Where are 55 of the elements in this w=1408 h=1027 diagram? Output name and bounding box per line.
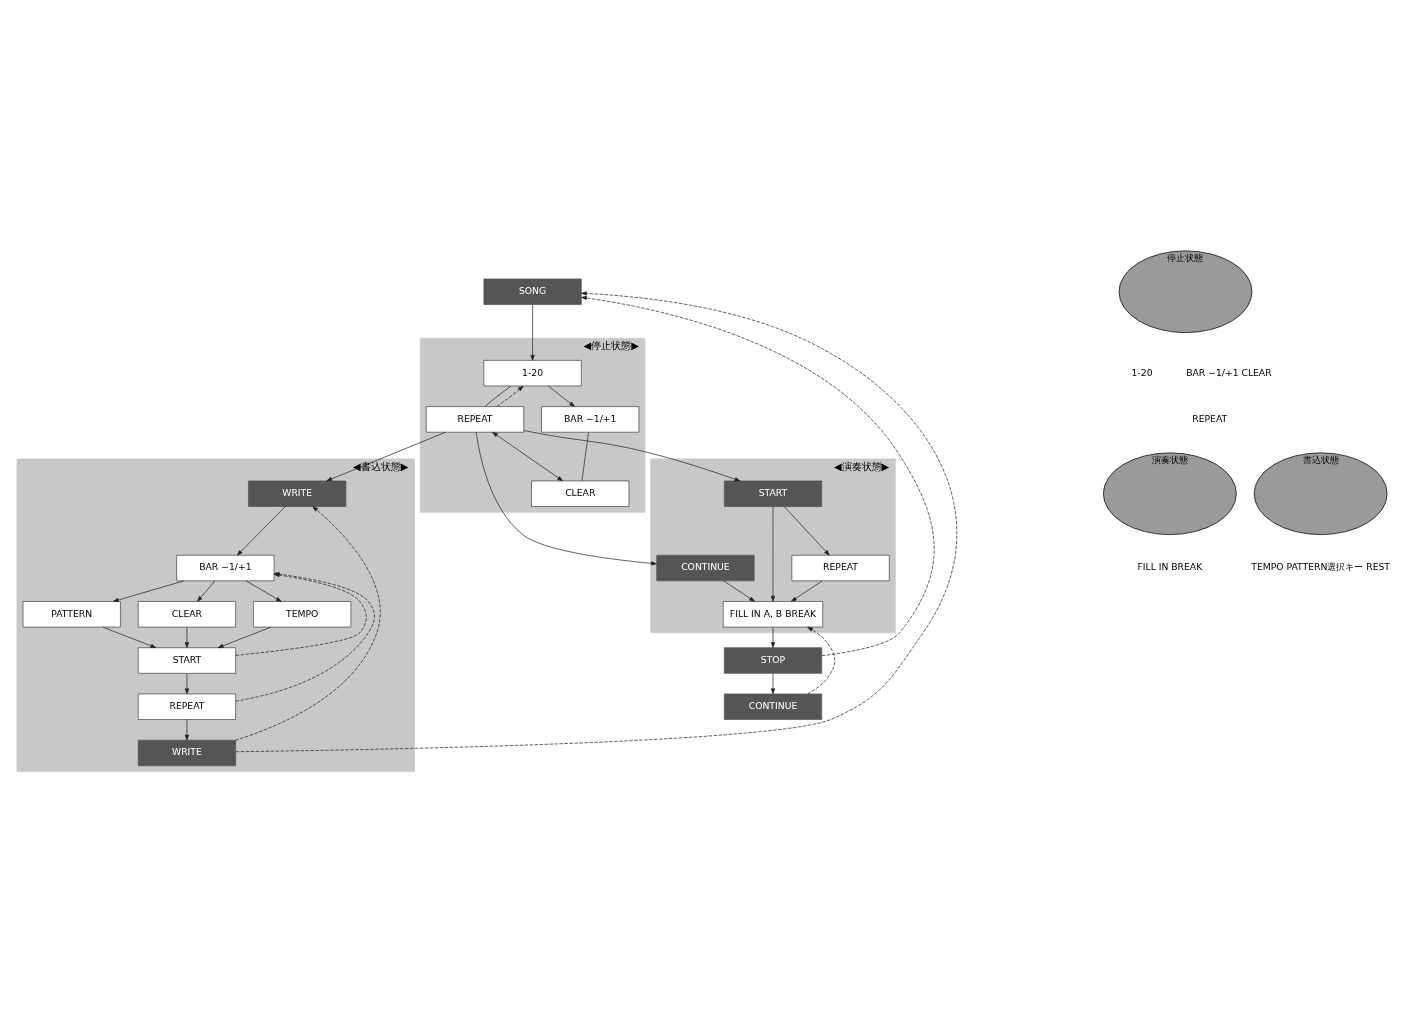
label: FILL IN BREAK (1137, 560, 1203, 572)
node-box: TEMPO (253, 600, 352, 627)
node-box: WRITE (137, 739, 236, 766)
arrow (547, 385, 575, 407)
node-box: REPEAT (425, 405, 525, 433)
node-box: START (137, 646, 236, 674)
arrow (770, 505, 776, 601)
arrow (496, 385, 524, 407)
arrow (523, 429, 741, 481)
arrow (791, 580, 823, 602)
node-box: CLEAR (531, 480, 630, 507)
arrow (492, 431, 563, 481)
node-box: CONTINUE (723, 693, 823, 720)
label: 1-20 (1131, 366, 1153, 378)
arrow (217, 626, 272, 648)
arrow (581, 295, 935, 656)
arrow (770, 626, 776, 648)
arrow (530, 303, 535, 361)
arrow (102, 626, 157, 648)
arrow (770, 672, 776, 694)
node-ellipse: 演奏状態 (1103, 451, 1237, 535)
node-box: BAR −1/+1 (541, 405, 640, 433)
label: REPEAT (1192, 412, 1228, 424)
node-box: BAR −1/+1 (176, 554, 275, 581)
node-box: REPEAT (137, 693, 236, 720)
connector (581, 431, 589, 481)
node-box: CLEAR (137, 600, 236, 627)
arrow (807, 626, 836, 694)
node-box: WRITE (248, 480, 347, 507)
connector (484, 385, 512, 407)
arrow (723, 580, 755, 602)
arrow (475, 431, 657, 565)
label: BAR −1/+1 CLEAR (1186, 366, 1272, 378)
arrow (235, 505, 381, 740)
label: TEMPO PATTERN選択キー REST (1251, 560, 1391, 572)
node-box: CONTINUE (656, 554, 755, 581)
arrow (197, 580, 216, 602)
arrow (112, 580, 185, 602)
arrow (245, 580, 282, 602)
node-box: 1-20 (483, 359, 582, 386)
arrow (237, 505, 286, 555)
node-box: SONG (483, 278, 582, 305)
arrow (184, 672, 190, 694)
node-ellipse: 書込状態 (1253, 451, 1388, 535)
node-ellipse: 停止状態 (1118, 250, 1253, 333)
arrow (326, 431, 446, 481)
arrow (235, 290, 957, 752)
arrow (184, 718, 190, 740)
arrow (184, 626, 190, 648)
node-box: STOP (723, 646, 823, 674)
node-box: PATTERN (22, 600, 121, 627)
node-box: START (723, 480, 823, 507)
node-box: REPEAT (791, 554, 890, 581)
node-box: FILL IN A, B BREAK (722, 600, 824, 627)
arrow (784, 505, 830, 555)
